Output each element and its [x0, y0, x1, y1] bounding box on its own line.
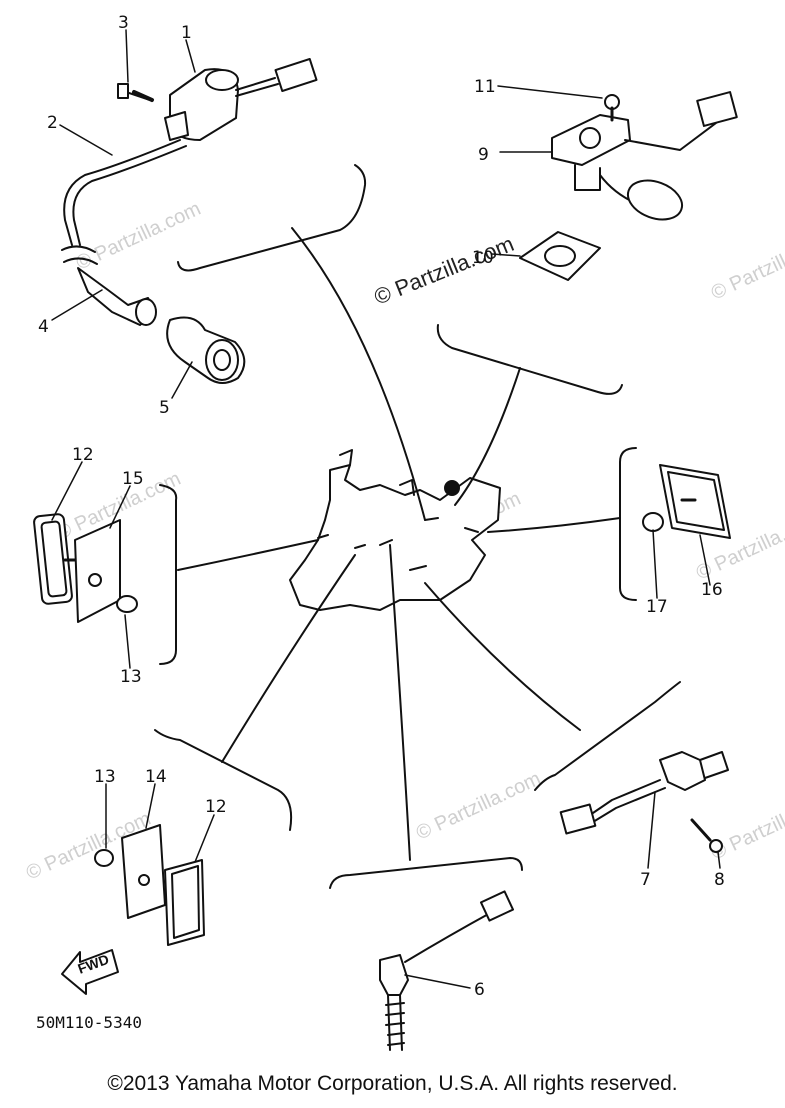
- motorcycle-silhouette: [289, 449, 501, 611]
- callout-leaders: [51, 29, 721, 989]
- bracket-lines: [154, 164, 681, 889]
- watermark-main: © Partzilla.com: [371, 231, 518, 310]
- sensor-assembly: [379, 890, 515, 1051]
- callout-label: 10: [472, 248, 494, 268]
- watermark: © Partzilla.com: [708, 228, 785, 305]
- callout-label: 3: [118, 13, 129, 33]
- switch-assembly: [559, 751, 729, 853]
- bottom-left-reflector-assembly: [94, 824, 205, 946]
- watermark: © Partzilla.com: [708, 788, 785, 865]
- callout-label: 12: [72, 445, 94, 465]
- callout-label: 4: [38, 317, 49, 337]
- callout-label: 13: [94, 767, 116, 787]
- callout-labels: 1 2 3 4 5 6 7 8 9 10 11 12 12 13 13 14 1…: [36, 13, 725, 1032]
- callout-label: 17: [646, 597, 668, 617]
- callout-label: 9: [478, 145, 489, 165]
- callout-label: 1: [181, 23, 192, 43]
- watermark: © Partzilla.com: [413, 768, 544, 845]
- diagram-code: 50M110-5340: [36, 1013, 142, 1032]
- callout-label: 11: [474, 77, 496, 97]
- parts-diagram: © Partzilla.com © Partzilla.com © Partzi…: [23, 13, 785, 1051]
- callout-label: 16: [701, 580, 723, 600]
- callout-label: 15: [122, 469, 144, 489]
- callout-label: 5: [159, 398, 170, 418]
- copyright-notice: ©2013 Yamaha Motor Corporation, U.S.A. A…: [107, 1072, 678, 1095]
- callout-label: 14: [145, 767, 167, 787]
- watermark: © Partzilla.com: [73, 198, 204, 275]
- ignition-coil-assembly: [61, 57, 318, 384]
- callout-label: 8: [714, 870, 725, 890]
- left-reflector-assembly: [33, 513, 138, 623]
- callout-label: 6: [474, 980, 485, 1000]
- callout-label: 12: [205, 797, 227, 817]
- fwd-arrow: [61, 949, 119, 995]
- callout-label: 13: [120, 667, 142, 687]
- right-reflector-assembly: [642, 464, 731, 539]
- callout-label: 2: [47, 113, 58, 133]
- sender-unit-assembly: [519, 91, 738, 281]
- callout-label: 7: [640, 870, 651, 890]
